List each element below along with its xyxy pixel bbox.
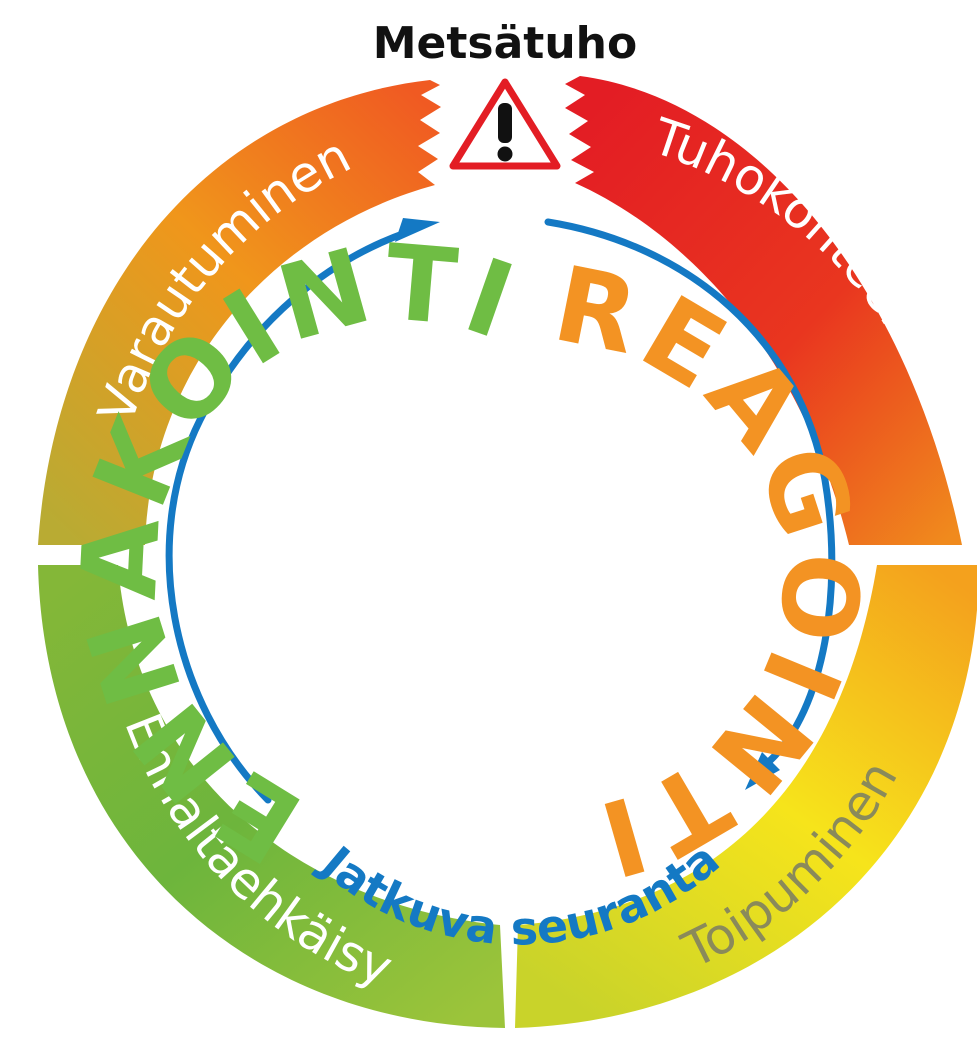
left-arrowhead-icon: [395, 218, 440, 242]
left-cycle-arrow: [165, 229, 409, 804]
segment-preparation: [38, 80, 441, 545]
segment-prevention: [38, 565, 505, 1028]
right-arrowhead-icon: [745, 752, 780, 790]
segment-recovery: [515, 565, 977, 1028]
right-cycle-arrow: [544, 218, 836, 769]
monitoring-cycle-arrows: [165, 218, 836, 804]
diagram-title: Metsätuho: [373, 18, 637, 69]
warning-triangle-icon: [449, 78, 561, 170]
segment-response: [565, 76, 962, 545]
